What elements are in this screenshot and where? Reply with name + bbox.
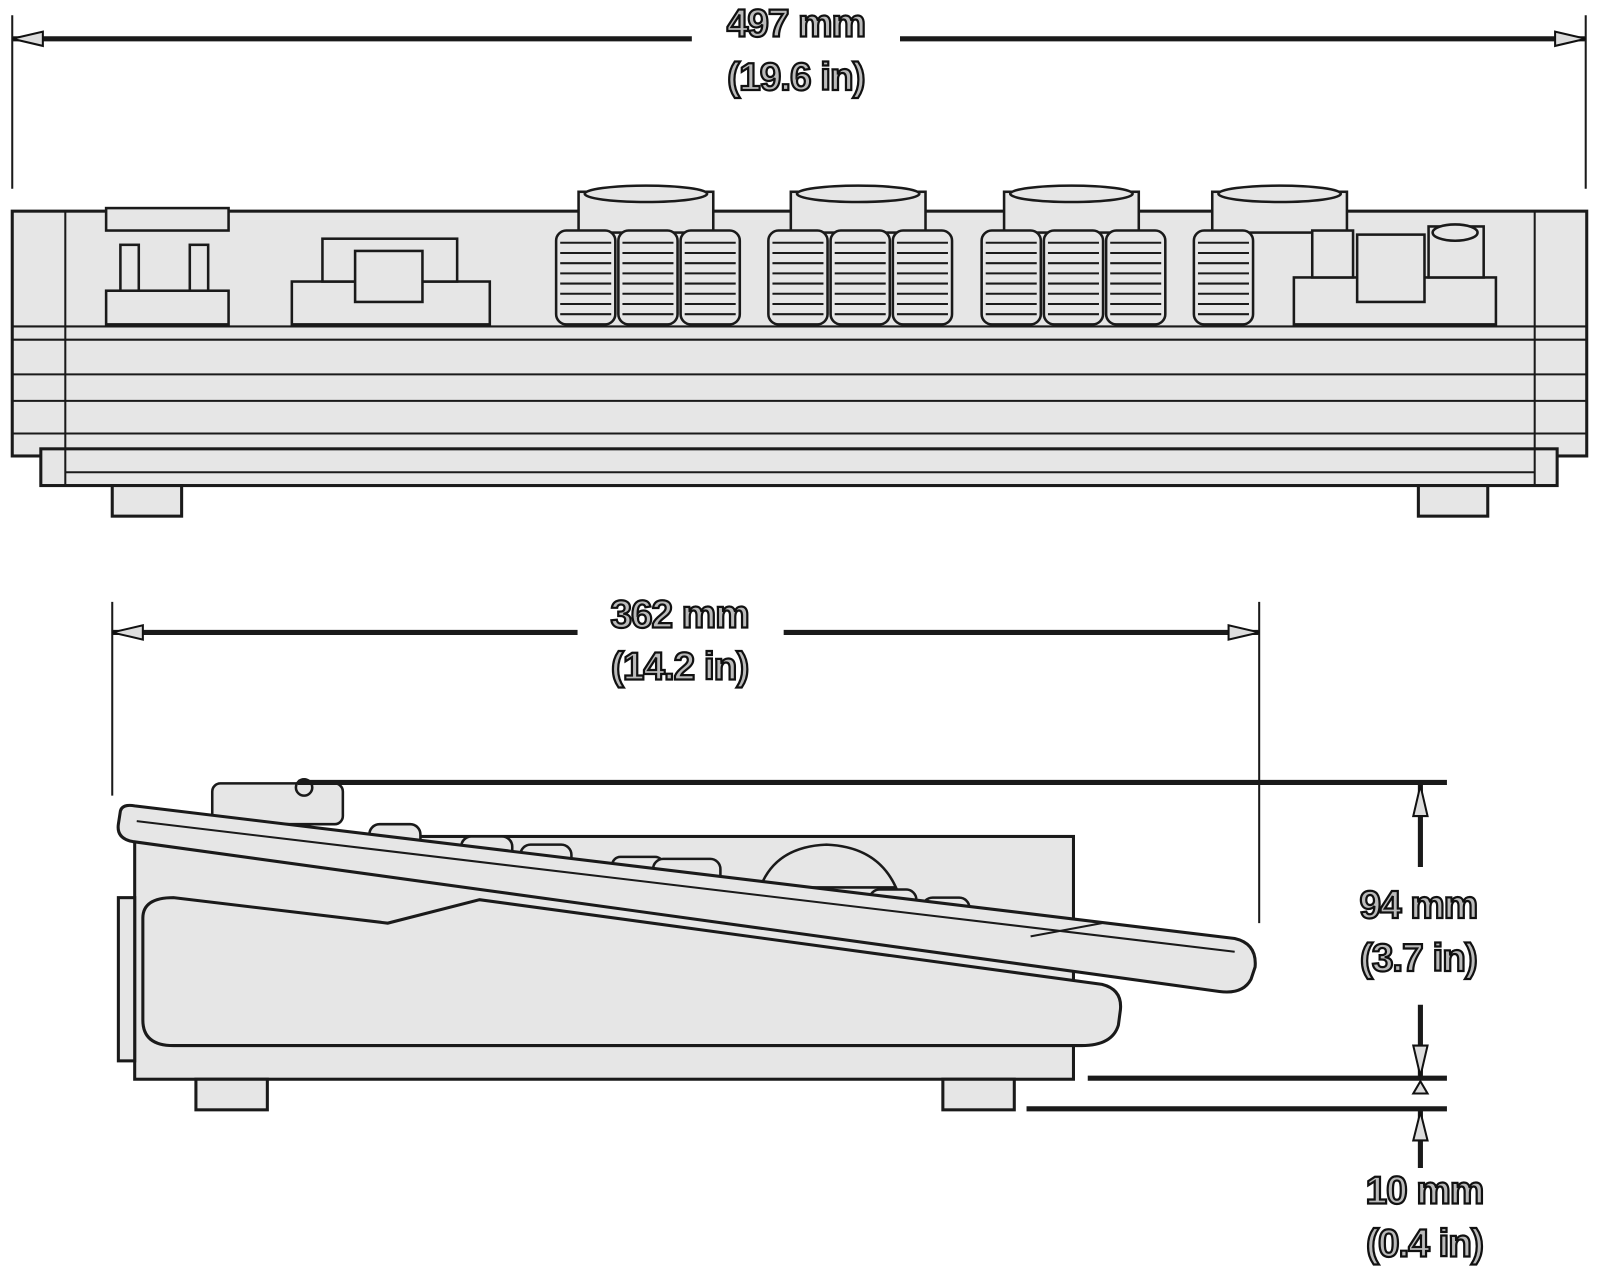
knob-stack	[980, 229, 1043, 326]
knob-stack	[1192, 229, 1255, 326]
knob-stack	[1042, 229, 1105, 326]
depth-label-in: (14.2 in)	[611, 645, 748, 688]
foot-height-label-in: (0.4 in)	[1366, 1223, 1483, 1266]
side-foot-left	[194, 1077, 269, 1112]
right-control-block	[1292, 223, 1498, 326]
depth-label-mm: 362 mm	[610, 593, 748, 636]
height-label-mm: 94 mm	[1360, 884, 1478, 927]
knob-stack	[891, 229, 954, 326]
side-foot-right	[941, 1077, 1016, 1112]
port-block	[290, 237, 492, 326]
side-view: 362 mm (14.2 in)	[111, 592, 1485, 1267]
height-dimension: 94 mm (3.7 in) 10 mm (0.4 in)	[297, 779, 1485, 1267]
width-label-mm: 497 mm	[727, 3, 865, 46]
mixer-side-body	[116, 778, 1257, 1112]
front-foot-left	[110, 484, 184, 518]
height-label-in: (3.7 in)	[1360, 937, 1477, 980]
depth-dimension: 362 mm (14.2 in)	[111, 592, 1261, 924]
knob-stack	[617, 229, 679, 326]
front-foot-right	[1416, 484, 1490, 518]
width-label-in: (19.6 in)	[727, 56, 864, 99]
knob-stack	[767, 229, 829, 326]
foot-height-label-mm: 10 mm	[1366, 1170, 1484, 1213]
knob-stack	[1104, 229, 1167, 326]
knob-groups	[554, 184, 1349, 326]
knob-stack	[679, 229, 742, 326]
width-dimension: 497 mm (19.6 in)	[11, 2, 1587, 189]
knob-stack	[554, 229, 617, 326]
knob-stack	[829, 229, 892, 326]
power-connector	[104, 206, 230, 326]
front-view: 497 mm (19.6 in)	[10, 2, 1589, 518]
